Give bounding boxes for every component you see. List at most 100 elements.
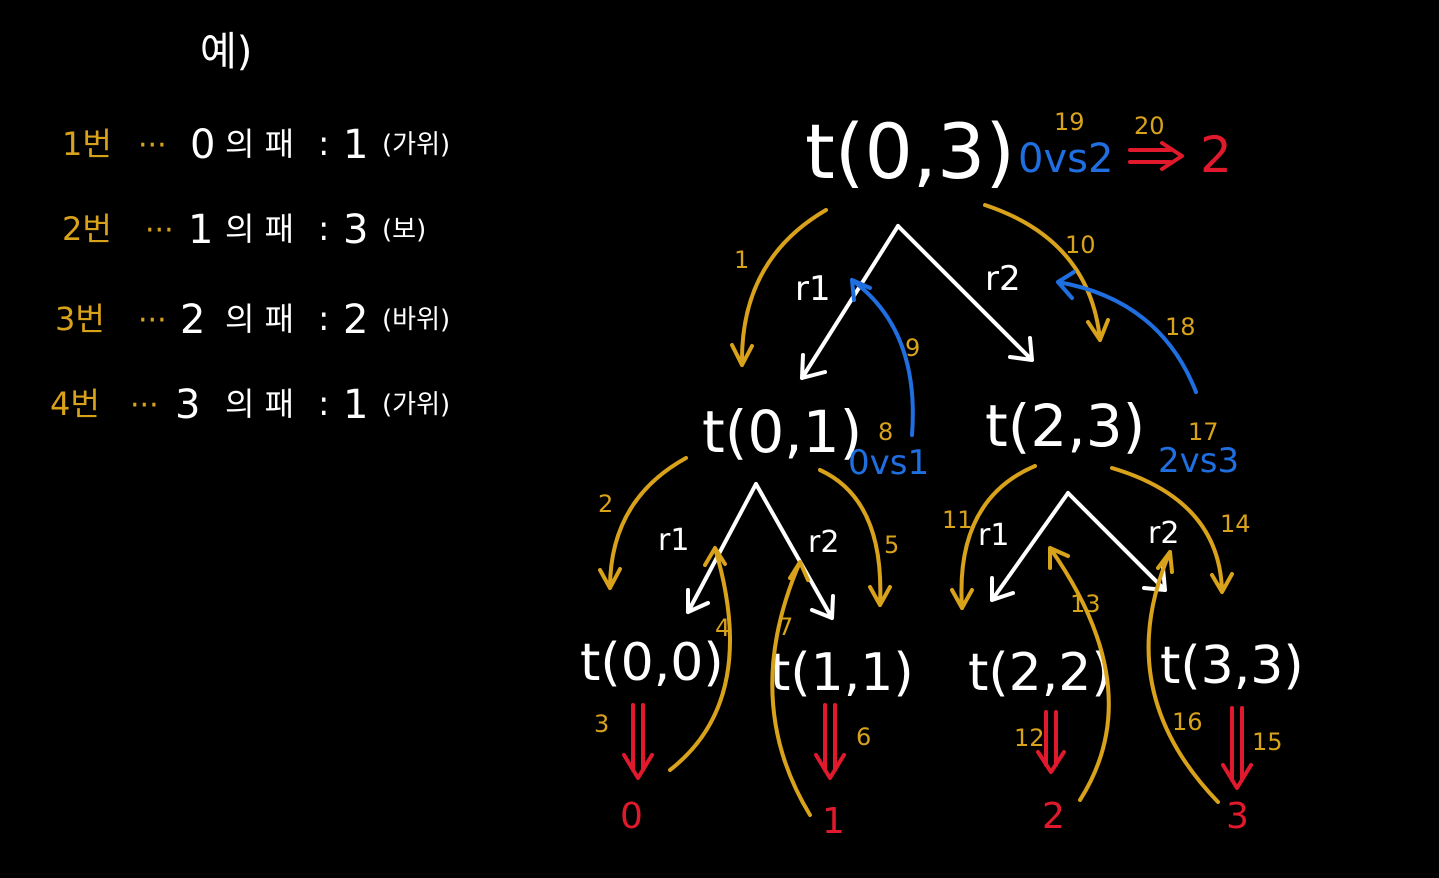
step-3: 3 xyxy=(594,710,609,738)
edge-label-right-r2: r2 xyxy=(1148,516,1179,551)
edge-label-root-r1: r1 xyxy=(795,269,831,309)
step-16: 16 xyxy=(1172,708,1203,736)
step-17: 17 xyxy=(1188,418,1219,446)
result-lr: 1 xyxy=(822,801,845,842)
edge-label-right-r1: r1 xyxy=(978,518,1009,553)
legend-hand-name: (바위) xyxy=(382,305,450,335)
arrow-step-20 xyxy=(1128,141,1184,171)
tree-edges xyxy=(686,224,1167,620)
edge-right-rl xyxy=(990,491,1070,602)
step-12: 12 xyxy=(1014,724,1045,752)
legend-num: 4번 xyxy=(50,385,100,423)
match-right: 2vs3 xyxy=(1158,441,1239,481)
legend-hand-name: (보) xyxy=(382,215,426,245)
edge-left-lr xyxy=(754,482,835,620)
legend-player: 2 xyxy=(180,297,205,343)
arrow-step-5 xyxy=(818,468,892,607)
legend-colon: : xyxy=(318,124,329,164)
node-rl: t(2,2) xyxy=(968,643,1112,703)
step-7: 7 xyxy=(778,613,793,641)
arrow-step-4 xyxy=(668,546,732,772)
arrow-step-16 xyxy=(1146,550,1220,804)
legend-row-3: 3번 ··· 2 의 패 : 2 (바위) xyxy=(55,297,450,343)
node-right: t(2,3) xyxy=(985,392,1145,460)
legend-title: 예) xyxy=(200,29,252,75)
legend-hand-value: 2 xyxy=(343,297,368,343)
legend-row-1: 1번 ··· 0 의 패 : 1 (가위) xyxy=(62,122,450,168)
step-1: 1 xyxy=(734,246,749,274)
match-left: 0vs1 xyxy=(848,443,929,483)
edge-label-left-r2: r2 xyxy=(808,525,839,560)
red-arrows xyxy=(622,141,1253,790)
blue-arrows xyxy=(850,270,1198,437)
result-ll: 0 xyxy=(620,796,643,837)
legend-hand-name: (가위) xyxy=(382,390,450,420)
legend-player: 3 xyxy=(175,382,200,428)
step-11: 11 xyxy=(942,506,973,534)
step-15: 15 xyxy=(1252,728,1283,756)
legend-player: 1 xyxy=(188,207,213,253)
legend-num: 3번 xyxy=(55,300,105,338)
arrow-step-3 xyxy=(622,703,654,780)
node-lr: t(1,1) xyxy=(770,643,914,703)
edge-root-left xyxy=(800,224,900,380)
node-root: t(0,3) xyxy=(805,107,1015,196)
step-13: 13 xyxy=(1070,590,1101,618)
legend-dots: ··· xyxy=(130,388,159,423)
legend-hand-value: 1 xyxy=(343,122,368,168)
legend-dots: ··· xyxy=(145,213,174,248)
legend-hand-label: 의 패 xyxy=(225,300,294,338)
result-rr: 3 xyxy=(1226,796,1249,837)
arrow-step-13 xyxy=(1048,546,1111,802)
node-left: t(0,1) xyxy=(702,398,862,466)
arrow-step-12 xyxy=(1036,710,1066,774)
step-2: 2 xyxy=(598,490,613,518)
arrow-step-7 xyxy=(770,560,812,817)
step-20: 20 xyxy=(1134,112,1165,140)
legend-hand-value: 3 xyxy=(343,207,368,253)
edge-label-root-r2: r2 xyxy=(985,259,1021,299)
step-5: 5 xyxy=(884,531,899,559)
node-ll: t(0,0) xyxy=(580,633,724,693)
arrow-step-11 xyxy=(950,464,1037,610)
legend-colon: : xyxy=(318,384,329,424)
legend-dots: ··· xyxy=(138,303,167,338)
step-6: 6 xyxy=(856,723,871,751)
legend-hand-label: 의 패 xyxy=(225,385,294,423)
arrow-step-14 xyxy=(1110,466,1234,594)
result-rl: 2 xyxy=(1042,796,1065,837)
arrow-step-9 xyxy=(850,278,915,437)
orange-arrows xyxy=(598,203,1234,817)
match-root: 0vs2 xyxy=(1018,136,1113,182)
node-rr: t(3,3) xyxy=(1160,636,1304,696)
legend-player: 0 xyxy=(190,122,215,168)
edge-root-right xyxy=(896,224,1034,362)
legend-hand-label: 의 패 xyxy=(225,210,294,248)
arrow-step-10 xyxy=(983,203,1110,342)
legend-hand-value: 1 xyxy=(343,382,368,428)
step-10: 10 xyxy=(1065,231,1096,259)
step-14: 14 xyxy=(1220,510,1251,538)
arrow-step-1 xyxy=(730,208,828,367)
step-19: 19 xyxy=(1054,108,1085,136)
legend-dots: ··· xyxy=(138,128,167,163)
legend-hand-label: 의 패 xyxy=(225,125,294,163)
result-root: 2 xyxy=(1200,126,1232,184)
arrow-step-18 xyxy=(1056,270,1198,394)
legend-colon: : xyxy=(318,209,329,249)
legend-num: 1번 xyxy=(62,125,112,163)
arrow-step-15 xyxy=(1221,706,1253,790)
step-numbers: 1 2 3 4 5 6 7 8 9 10 11 12 13 14 15 16 1… xyxy=(594,108,1283,756)
legend-num: 2번 xyxy=(62,210,112,248)
legend-colon: : xyxy=(318,299,329,339)
edge-label-left-r1: r1 xyxy=(658,523,689,558)
arrow-step-6 xyxy=(814,703,846,780)
step-18: 18 xyxy=(1165,313,1196,341)
arrow-step-2 xyxy=(598,456,688,590)
legend-row-2: 2번 ··· 1 의 패 : 3 (보) xyxy=(62,207,426,253)
edge-left-ll xyxy=(686,482,758,614)
legend-hand-name: (가위) xyxy=(382,130,450,160)
step-9: 9 xyxy=(905,334,920,362)
step-4: 4 xyxy=(715,614,730,642)
